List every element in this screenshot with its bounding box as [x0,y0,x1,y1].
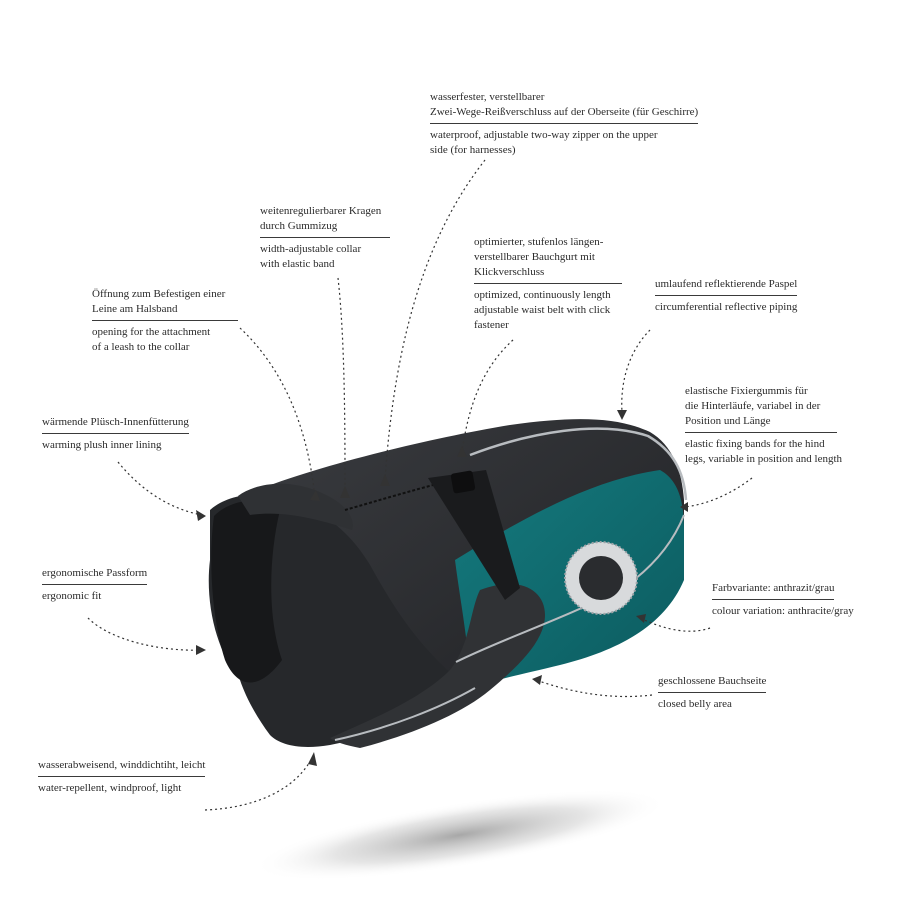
annotation-belly-de: geschlossene Bauchseite [658,674,767,693]
arrow-hindlegs [680,502,688,512]
annotation-lining-en: warming plush inner lining [42,439,162,451]
annotation-fit-de: ergonomische Passform [42,566,148,585]
leader-weather [204,757,313,811]
annotation-collar-en: width-adjustable collar with elastic ban… [260,243,362,270]
belt-buckle [450,470,476,494]
arrow-zipper [380,474,390,486]
leader-arrowheads [196,410,688,766]
annotation-fit-en: ergonomic fit [42,590,102,602]
annotation-leash-en: opening for the attachment of a leash to… [92,326,211,353]
leader-hindlegs [683,477,753,508]
leader-piping [621,329,651,413]
annotation-zipper-en: waterproof, adjustable two-way zipper on… [430,129,658,156]
arrow-belt [457,446,467,457]
arrow-fit [196,645,206,655]
reflective-piping-top [469,427,688,501]
coat-lining-opening [211,500,282,683]
annotation-leash: Öffnung zum Befestigen einer Leine am Ha… [92,287,238,355]
coat-belly-flap [330,584,545,748]
arrow-piping [617,410,627,420]
annotation-belt-de: optimierter, stufenlos längen- verstellb… [474,235,622,284]
annotation-piping-de: umlaufend reflektierende Paspel [655,277,798,296]
coat-collar [238,483,353,530]
arrow-belly [532,675,542,685]
leader-collar [337,277,346,493]
annotation-belly-en: closed belly area [658,698,732,710]
annotation-piping: umlaufend reflektierende Paspel circumfe… [655,277,798,315]
arrow-leash [310,490,320,501]
annotation-lining: wärmende Plüsch-Innenfütterung warming p… [42,415,189,453]
leader-fit [87,617,206,651]
annotation-leash-de: Öffnung zum Befestigen einer Leine am Ha… [92,287,238,321]
leader-leash [239,327,316,499]
annotation-colour-de: Farbvariante: anthrazit/grau [712,581,835,600]
reflective-piping-belly [334,687,476,741]
annotation-zipper-de: wasserfester, verstellbarer Zwei-Wege-Re… [430,90,699,124]
waist-belt [428,470,520,600]
annotation-hindlegs-de: elastische Fixiergummis für die Hinterlä… [685,384,837,433]
leader-belt [461,339,514,453]
coat-front-panel [208,494,470,747]
annotation-colour: Farbvariante: anthrazit/grau colour vari… [712,581,854,619]
annotation-collar-de: weitenregulierbarer Kragen durch Gummizu… [260,204,390,238]
annotation-fit: ergonomische Passform ergonomic fit [42,566,148,604]
arrow-collar [340,486,350,498]
annotation-belt-en: optimized, continuously length adjustabl… [474,289,611,331]
annotation-weather-de: wasserabweisend, winddichtiht, leicht [38,758,206,777]
arrow-colour [636,614,646,623]
annotation-belly: geschlossene Bauchseite closed belly are… [658,674,767,712]
annotation-hindlegs: elastische Fixiergummis für die Hinterlä… [685,384,842,467]
annotation-colour-en: colour variation: anthracite/gray [712,605,854,617]
annotation-piping-en: circumferential reflective piping [655,301,798,313]
leader-zipper [384,159,486,481]
annotation-lining-de: wärmende Plüsch-Innenfütterung [42,415,189,434]
arrow-weather [308,752,317,766]
annotation-zipper: wasserfester, verstellbarer Zwei-Wege-Re… [430,90,699,158]
annotation-weather: wasserabweisend, winddichtiht, leicht wa… [38,758,206,796]
annotation-hindlegs-en: elastic fixing bands for the hind legs, … [685,438,843,465]
annotation-collar: weitenregulierbarer Kragen durch Gummizu… [260,204,390,272]
coat-shadow [252,789,668,881]
annotation-belt: optimierter, stufenlos längen- verstellb… [474,235,622,333]
leader-lining [117,461,203,516]
leader-colour [639,617,711,632]
arrow-lining [196,510,206,521]
annotation-weather-en: water-repellent, windproof, light [38,782,182,794]
leader-belly [535,679,653,698]
leader-lines [87,159,753,811]
